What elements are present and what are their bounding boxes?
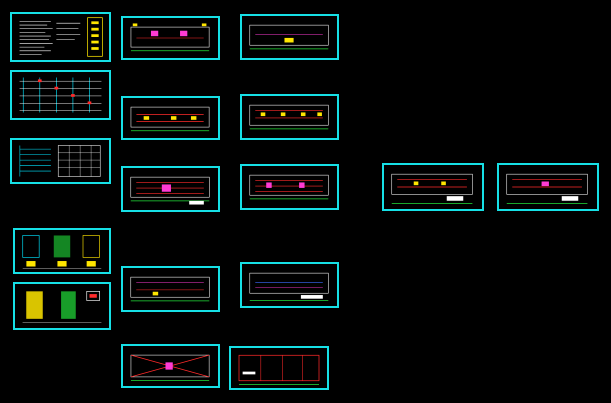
floor-plan-drawing-1 <box>130 23 210 52</box>
floor-plan-4[interactable] <box>240 94 339 140</box>
floor-plan-drawing-2 <box>249 24 329 50</box>
panel-detail-sheet-1[interactable] <box>13 228 111 274</box>
floor-plan-9[interactable] <box>382 163 484 211</box>
floor-plan-drawing-5 <box>130 176 210 205</box>
floor-plan-2[interactable] <box>240 14 339 60</box>
panel-detail-drawing-2 <box>22 291 102 323</box>
floor-plan-drawing-10 <box>506 173 588 204</box>
floor-plan-drawing-3 <box>130 106 210 132</box>
floor-plan-drawing-4 <box>249 104 329 130</box>
section-drawing <box>238 354 320 385</box>
floor-plan-3[interactable] <box>121 96 220 140</box>
section-sheet[interactable] <box>229 346 329 390</box>
floor-plan-8[interactable] <box>240 262 339 308</box>
panel-detail-drawing-1 <box>22 235 102 269</box>
floor-plan-drawing-8 <box>249 272 329 301</box>
floor-plan-7[interactable] <box>121 266 220 312</box>
panel-detail-sheet-2[interactable] <box>13 282 111 330</box>
floor-plan-10[interactable] <box>497 163 599 211</box>
riser-diagram-sheet[interactable] <box>10 70 111 120</box>
floor-plan-6[interactable] <box>240 164 339 210</box>
floor-plan-drawing-6 <box>249 174 329 200</box>
legend-drawing <box>19 17 103 57</box>
floor-plan-5[interactable] <box>121 166 220 212</box>
roof-plan-drawing <box>130 354 210 381</box>
roof-plan[interactable] <box>121 344 220 388</box>
schedule-drawing <box>19 145 101 177</box>
floor-plan-drawing-7 <box>130 276 210 302</box>
riser-drawing <box>19 77 102 113</box>
legend-sheet[interactable] <box>10 12 111 62</box>
distribution-schedule-sheet[interactable] <box>10 138 111 184</box>
floor-plan-1[interactable] <box>121 16 220 60</box>
floor-plan-drawing-9 <box>391 173 473 204</box>
